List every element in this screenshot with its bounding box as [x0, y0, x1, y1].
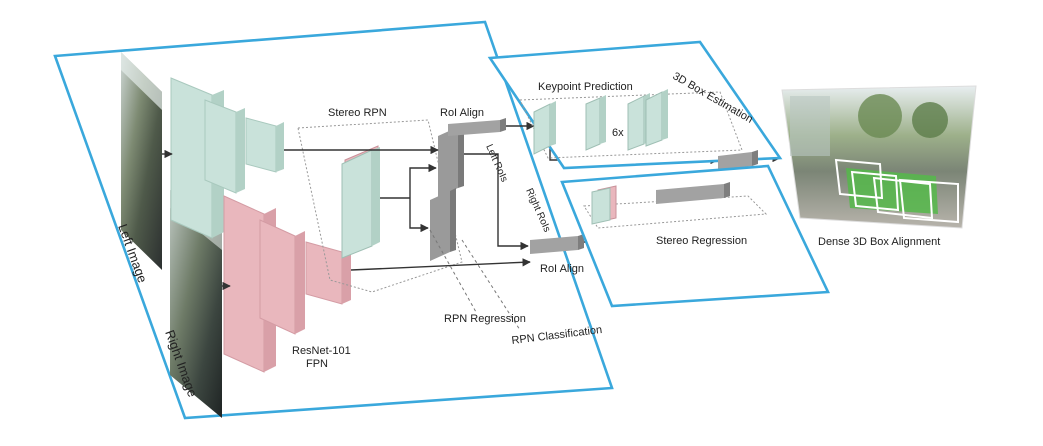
repeat-count-label: 6x [612, 127, 624, 139]
backbone-label-line2: FPN [306, 358, 328, 370]
stereo-rpn-label: Stereo RPN [328, 107, 387, 119]
stereo-regression-panel [560, 164, 830, 308]
right-feature-pyramid [223, 195, 351, 373]
rpn-regression-label: RPN Regression [444, 313, 526, 325]
roi-align-top-label: RoI Align [440, 107, 484, 119]
left-image-thumbnail [121, 52, 162, 270]
dense-alignment-output-image [781, 85, 977, 229]
dense-alignment-label: Dense 3D Box Alignment [818, 236, 940, 248]
stereo-rpn-region [297, 119, 463, 293]
roi-align-bottom-block [530, 234, 584, 254]
right-roi-block [430, 188, 456, 261]
roi-align-bottom-label: RoI Align [540, 263, 584, 275]
keypoint-conv-blocks [533, 89, 668, 155]
box-estimation-block [718, 150, 758, 170]
stereo-regression-blocks [591, 182, 730, 225]
backbone-label: ResNet-101 [292, 345, 351, 357]
roi-align-top-block [448, 118, 506, 136]
stereo-regression-label: Stereo Regression [656, 235, 747, 247]
left-feature-pyramid [170, 77, 284, 239]
left-roi-block [438, 124, 464, 197]
stereo-rpn-block [341, 145, 380, 259]
keypoint-prediction-label: Keypoint Prediction [538, 81, 633, 93]
